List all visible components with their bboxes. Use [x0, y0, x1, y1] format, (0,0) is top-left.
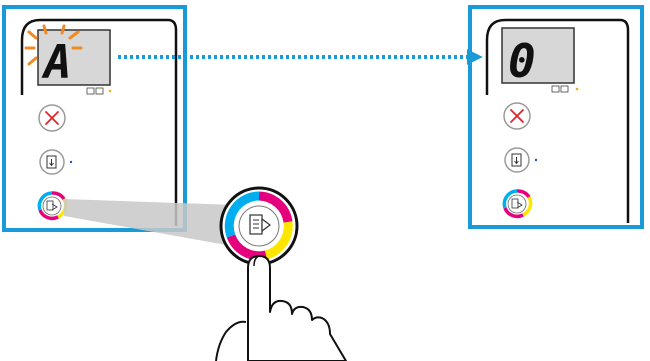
- right-panel-frame: [468, 5, 644, 229]
- right-lcd-display: 0: [501, 27, 575, 88]
- resume-led: [69, 160, 73, 164]
- resume-led: [534, 158, 538, 162]
- finger-icon: [215, 255, 347, 361]
- right-cancel-button[interactable]: [503, 102, 531, 130]
- status-dot: [575, 87, 579, 91]
- left-panel-frame: [2, 5, 187, 232]
- cancel-x-icon: [45, 111, 59, 125]
- blink-rays-icon: [24, 24, 83, 66]
- left-printer-outline: [20, 18, 178, 226]
- left-control-panel: A: [2, 5, 187, 232]
- left-status-icons: [86, 87, 112, 95]
- resume-doc-icon: [511, 153, 522, 167]
- paper-icon: [95, 87, 104, 95]
- copy-doc-icon: [511, 198, 523, 209]
- status-dot: [108, 89, 112, 93]
- right-color-copy-button[interactable]: [502, 189, 533, 219]
- right-printer-outline: [485, 18, 630, 223]
- left-resume-button[interactable]: [39, 149, 73, 175]
- zoom-callout: [64, 199, 236, 246]
- resume-doc-icon: [46, 155, 57, 169]
- left-cancel-button[interactable]: [38, 104, 66, 132]
- paper-icon: [560, 85, 569, 93]
- copy-doc-icon-large: [249, 214, 271, 235]
- cancel-x-icon: [510, 109, 524, 123]
- left-color-copy-button[interactable]: [37, 191, 68, 221]
- right-control-panel: 0: [468, 5, 644, 229]
- left-lcd-display: A: [24, 24, 111, 89]
- right-display-character: 0: [508, 34, 536, 88]
- right-status-icons: [551, 85, 579, 93]
- ink-icon: [551, 85, 560, 93]
- left-display-character: A: [41, 35, 72, 89]
- zoomed-color-copy-button[interactable]: [219, 186, 299, 266]
- copy-doc-icon: [46, 200, 58, 211]
- right-resume-button[interactable]: [504, 147, 538, 173]
- ink-icon: [86, 87, 95, 95]
